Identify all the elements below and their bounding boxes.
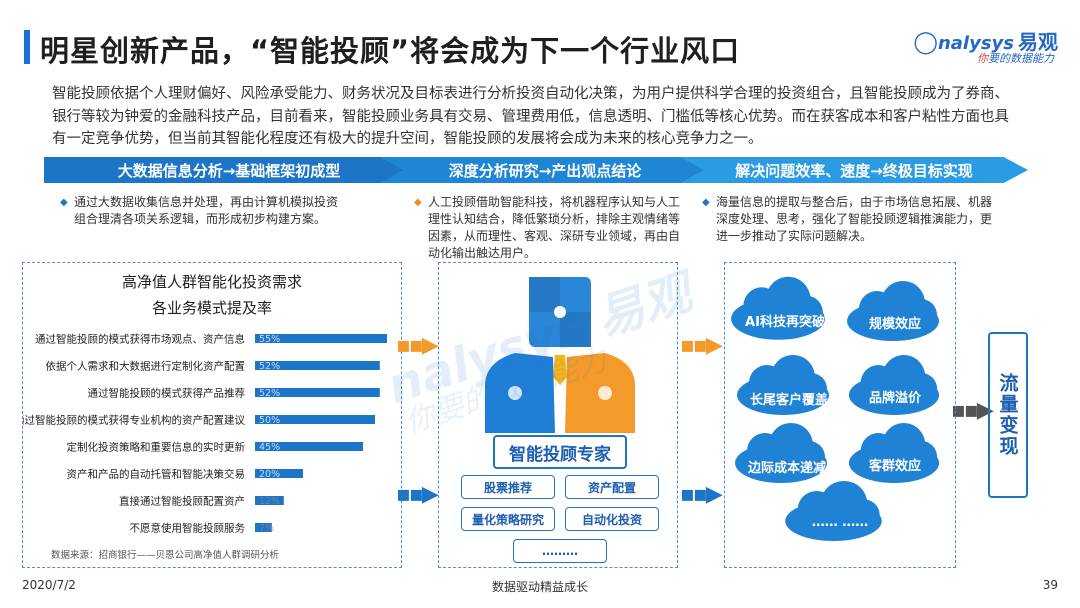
stage-desc-1: ◆ 通过大数据收集信息并处理，再由计算机模拟投资组合理清各项关系逻辑，而形成初步…: [60, 194, 344, 228]
title-accent-bar: [24, 30, 30, 64]
traffic-monetization-box: 流量变现: [988, 332, 1028, 498]
stage-desc-2-text: 人工投顾借助智能科技，将机器程序认知与人工理性认知结合，降低繁琐分析，排除主观情…: [428, 195, 681, 260]
pill-asset-allocation: 资产配置: [565, 475, 659, 499]
bar: [255, 334, 387, 343]
value-label: 50%: [259, 415, 280, 426]
logo-sub-red: 你: [977, 52, 988, 65]
arrow-orange-1: ▪▪▶: [396, 333, 439, 358]
cloud-brand-premium: 品牌溢价: [868, 391, 921, 406]
stage-desc-3-text: 海量信息的提取与整合后，由于市场信息拓展、机器深度处理、思考，强化了智能投顾逻辑…: [716, 195, 993, 243]
cloud-more: …… ……: [811, 515, 869, 530]
arrow-gray: ▪▪▶: [951, 398, 994, 423]
arrow-blue-2: ▪▪▶: [680, 482, 723, 507]
page-title: 明星创新产品，“智能投顾”将会成为下一个行业风口: [40, 34, 741, 68]
cloud-marginal-cost: 边际成本递减: [747, 461, 826, 476]
cloud-customer-group: 客群效应: [868, 459, 921, 474]
intro-paragraph: 智能投顾依据个人理财偏好、风险承受能力、财务状况及目标表进行分析投资自动化决策，…: [52, 86, 1009, 147]
puzzle-person-icon: [485, 277, 635, 433]
bar: [255, 361, 380, 370]
expert-panel: 智能投顾专家 股票推荐 资产配置 量化策略研究 自动化投资 ………: [438, 262, 678, 568]
value-label: 52%: [259, 361, 280, 372]
stage-banner-1: 大数据信息分析→基础框架初成型: [44, 157, 414, 183]
category-label: 直接通过智能投顾配置资产: [119, 495, 245, 508]
category-label: 定制化投资策略和重要信息的实时更新: [67, 441, 246, 454]
logo-cn: 易观: [1018, 30, 1058, 54]
pill-more: ………: [513, 539, 607, 563]
footer-slogan: 数据驱动精益成长: [491, 580, 588, 594]
diamond-bullet-icon: ◆: [60, 197, 68, 208]
bar: [255, 415, 375, 424]
category-label: 依据个人需求和大数据进行定制化资产配置: [46, 360, 246, 373]
cloud-scale-effect: 规模效应: [868, 317, 921, 332]
bar: [255, 388, 380, 397]
diamond-bullet-icon: ◆: [702, 197, 710, 208]
arrow-blue-1: ▪▪▶: [396, 482, 439, 507]
value-label: 20%: [259, 469, 280, 480]
value-label: 45%: [259, 442, 280, 453]
bar: [255, 469, 303, 478]
category-label: 资产和产品的自动托管和智能决策交易: [67, 468, 246, 481]
chart-panel: 高净值人群智能化投资需求 各业务模式提及率 通过智能投顾的模式获得市场观点、资产…: [22, 262, 402, 568]
cloud-long-tail: 长尾客户覆盖: [749, 393, 828, 408]
stage-banner-3: 解决问题效率、速度→终极目标实现: [680, 157, 1028, 183]
diamond-bullet-icon: ◆: [414, 197, 422, 208]
stage-desc-1-text: 通过大数据收集信息并处理，再由计算机模拟投资组合理清各项关系逻辑，而形成初步构建…: [74, 195, 339, 226]
chart-subtitle: 各业务模式提及率: [151, 299, 272, 317]
pill-stock-recommendation: 股票推荐: [461, 475, 555, 499]
value-label: 12%: [259, 496, 280, 507]
cloud-ai-breakthrough: AI科技再突破: [745, 315, 825, 330]
category-label: 不愿意使用智能投顾服务: [130, 522, 246, 535]
logo-sub-text: 要的数据能力: [988, 52, 1054, 65]
bar: [255, 496, 284, 505]
bar-chart: 通过智能投顾的模式获得市场观点、资产信息 55% 依据个人需求和大数据进行定制化资产…: [23, 333, 387, 535]
stage-desc-2: ◆ 人工投顾借助智能科技，将机器程序认知与人工理性认知结合，降低繁琐分析，排除主…: [414, 194, 688, 262]
benefits-panel: AI科技再突破 规模效应 长尾客户覆盖 品牌溢价 边际成本递减 客群效应 …… …: [724, 262, 956, 568]
value-label: 7%: [259, 523, 274, 534]
stage-desc-3: ◆ 海量信息的提取与整合后，由于市场信息拓展、机器深度处理、思考，强化了智能投顾…: [702, 194, 996, 245]
category-label: 通过智能投顾的模式获得专业机构的资产配置建议: [23, 414, 245, 427]
logo-wordmark: nalysys: [937, 33, 1014, 54]
page-number: 39: [1042, 578, 1058, 592]
chart-source: 数据来源：招商银行——贝恩公司高净值人群调研分析: [51, 550, 280, 561]
category-label: 通过智能投顾的模式获得市场观点、资产信息: [35, 333, 245, 346]
value-label: 52%: [259, 388, 280, 399]
pill-quant-strategy: 量化策略研究: [461, 507, 555, 531]
expert-label: 智能投顾专家: [493, 435, 627, 469]
bar: [255, 523, 272, 532]
bar: [255, 442, 363, 451]
logo-swirl-icon: ◯: [913, 30, 938, 55]
arrow-orange-2: ▪▪▶: [680, 333, 723, 358]
value-label: 55%: [259, 334, 280, 345]
result-label: 流量变现: [996, 373, 1019, 457]
pill-automated-investing: 自动化投资: [565, 507, 659, 531]
chart-title: 高净值人群智能化投资需求: [121, 273, 302, 291]
category-label: 通过智能投顾的模式获得产品推荐: [88, 387, 246, 400]
footer-date: 2020/7/2: [22, 578, 76, 592]
stage-banner-2: 深度分析研究→产出观点结论: [380, 157, 710, 183]
